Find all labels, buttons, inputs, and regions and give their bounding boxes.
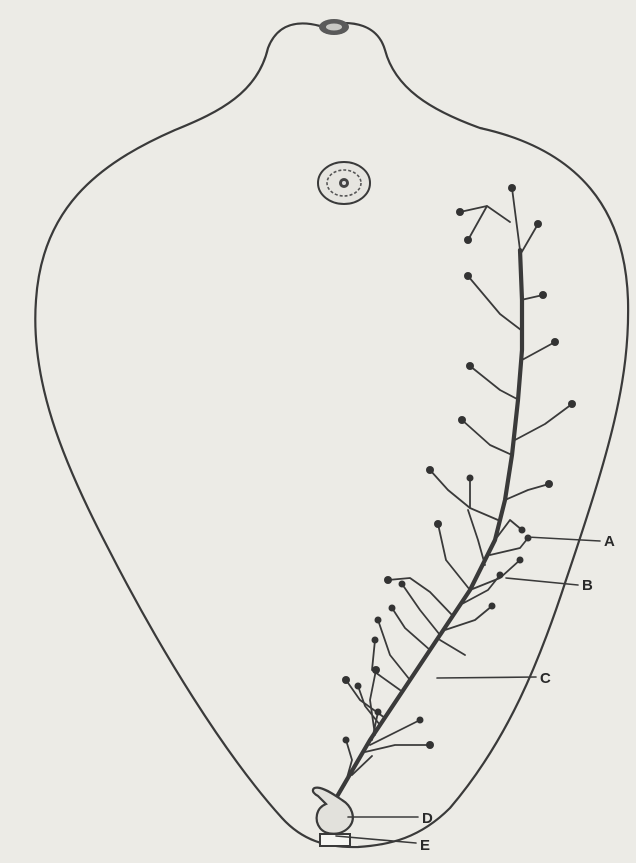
sucker-rosette: [318, 162, 370, 204]
label-a: A: [604, 533, 615, 550]
label-b: B: [582, 577, 593, 594]
oral-opening: [319, 19, 349, 35]
leader-c: [437, 677, 536, 678]
label-d: D: [422, 810, 433, 827]
label-e: E: [420, 837, 430, 854]
label-c: C: [540, 670, 551, 687]
